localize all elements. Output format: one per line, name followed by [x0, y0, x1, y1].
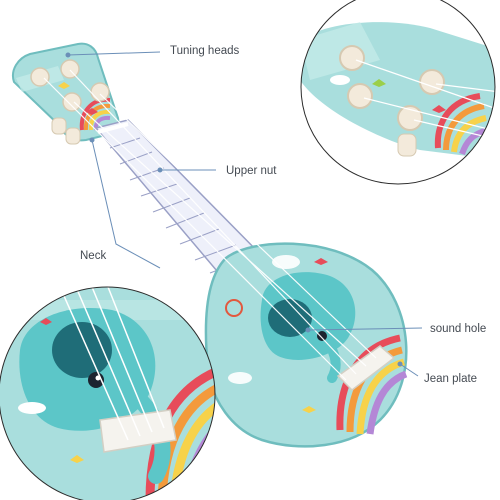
sun-decoration: [225, 299, 243, 317]
label-neck: Neck: [80, 250, 107, 262]
upper-nut: [97, 122, 129, 134]
zoom-detail-body: [0, 286, 216, 500]
tuning-peg: [397, 105, 423, 131]
label-jean-plate: Jean plate: [424, 373, 478, 385]
zoom-circle-border: [300, 0, 496, 185]
bird-decoration: [58, 82, 70, 89]
tuning-peg: [339, 45, 365, 71]
elephant-eye: [317, 331, 327, 341]
ukulele-main: [12, 42, 408, 448]
tuning-peg: [347, 83, 373, 109]
strings: [43, 69, 377, 381]
tuning-peg: [62, 92, 82, 112]
sound-hole: [268, 299, 312, 337]
tuning-peg-side: [51, 117, 67, 135]
zoom-detail-headstock: [300, 0, 496, 185]
tuning-peg: [419, 69, 445, 95]
bird-decoration: [314, 258, 328, 265]
tuning-peg: [60, 59, 80, 79]
label-tuning-heads: Tuning heads: [170, 45, 240, 57]
bridge: [336, 345, 396, 391]
bird-decoration: [302, 406, 316, 413]
tuning-peg: [30, 67, 50, 87]
tuning-peg-side: [65, 127, 81, 145]
cloud-decoration: [228, 372, 252, 384]
bird-decoration: [86, 108, 98, 115]
label-upper-nut: Upper nut: [226, 165, 277, 177]
callout-lines: [65, 51, 423, 377]
label-sound-hole: sound hole: [430, 323, 487, 335]
zoom-circle-border: [0, 286, 216, 500]
tuning-peg: [90, 82, 110, 102]
